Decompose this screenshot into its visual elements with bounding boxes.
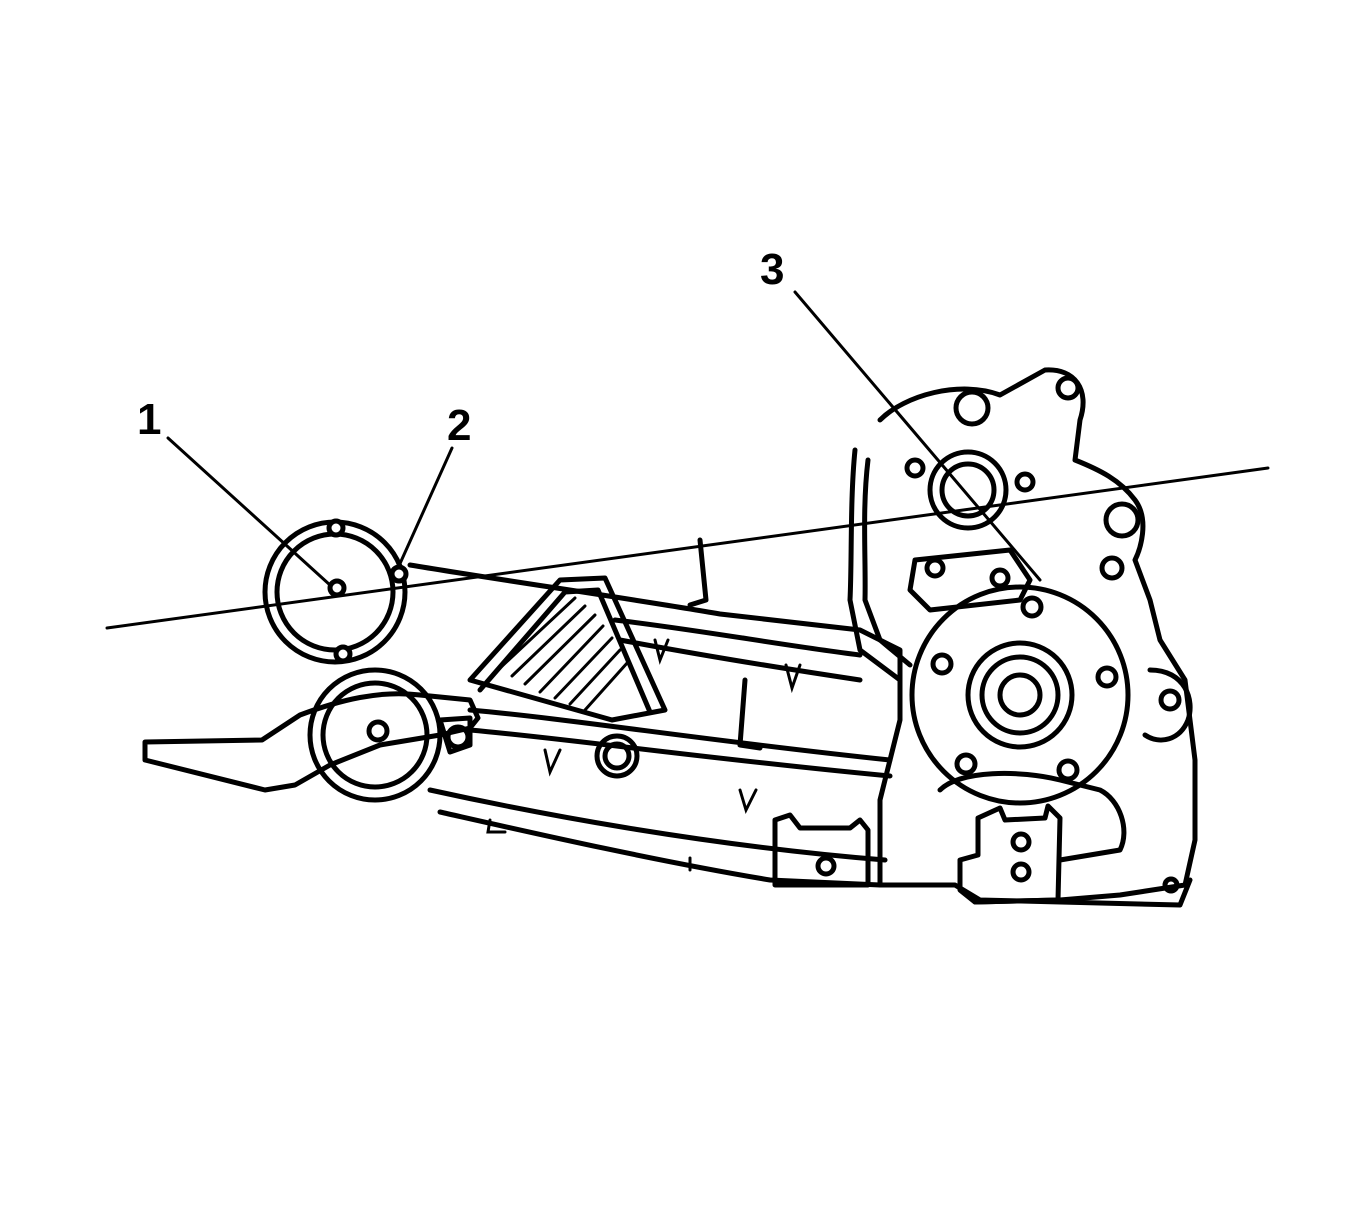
wheel-hub-flange bbox=[909, 584, 1131, 806]
callout-2: 2 bbox=[447, 401, 472, 450]
beam-clip bbox=[772, 812, 871, 888]
left-hub bbox=[262, 518, 409, 665]
knuckle-lower-bracket bbox=[957, 803, 1063, 905]
point-1-marker bbox=[327, 578, 347, 598]
leader-line-1 bbox=[166, 436, 332, 587]
control-arm bbox=[142, 667, 481, 803]
callout-3: 3 bbox=[760, 245, 785, 294]
knuckle-assembly bbox=[847, 367, 1198, 905]
axle-beam bbox=[407, 537, 1193, 908]
callout-1: 1 bbox=[137, 395, 162, 444]
leader-line-3 bbox=[793, 290, 1042, 582]
leader-line-2 bbox=[396, 446, 454, 570]
straight-edge-line bbox=[105, 466, 1270, 630]
